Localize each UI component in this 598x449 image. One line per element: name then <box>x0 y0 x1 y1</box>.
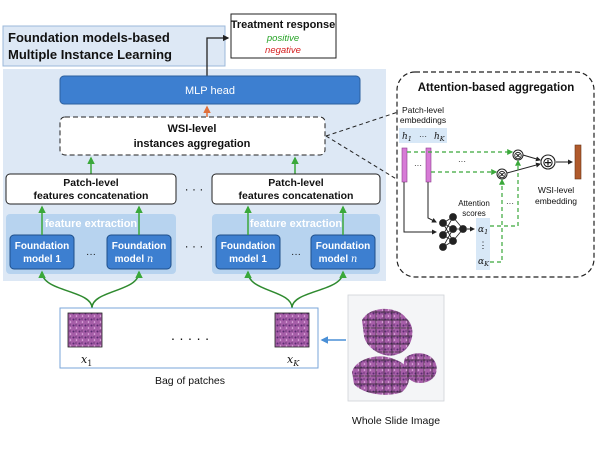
attention-line2: scores <box>462 209 486 218</box>
left-concat-line1: Patch-level <box>63 177 119 189</box>
svg-text:hK: hK <box>434 132 446 143</box>
right-fm-ellipsis: ··· <box>291 249 301 260</box>
zoom-connector-top <box>325 111 399 137</box>
left-feature-extraction-label: feature extraction <box>45 218 138 230</box>
oplus: ⊕ <box>542 154 554 170</box>
embedding-bar-1 <box>401 147 408 183</box>
right-concat-line1: Patch-level <box>268 177 324 189</box>
right-fm1-line1: Foundation <box>221 241 275 252</box>
h-dots: ··· <box>419 132 427 141</box>
svg-text:xK: xK <box>287 353 300 368</box>
fe-between-ellipsis: · · · <box>185 239 204 253</box>
aggregation-line1: WSI-level <box>168 123 217 135</box>
treatment-positive: positive <box>266 33 299 44</box>
embedding-dots: ··· <box>414 161 422 170</box>
otimes-1: ⊗ <box>513 150 522 162</box>
patch-to-model-arrows <box>38 270 347 309</box>
svg-text:model n: model n <box>115 254 154 265</box>
embeddings-line1: Patch-level <box>402 105 444 115</box>
attention-panel: Attention-based aggregation Patch-level … <box>396 71 595 278</box>
patch-xk <box>274 312 310 348</box>
wsi-embedding-bar <box>574 144 582 180</box>
left-fm1-line1: Foundation <box>15 241 69 252</box>
alpha-line-dots: ··· <box>506 199 514 208</box>
x1-sub: 1 <box>87 359 92 368</box>
right-concat-line2: features concatenation <box>239 190 354 202</box>
left-fmn-line2: model <box>115 254 147 265</box>
right-fmn-line2: model <box>319 254 351 265</box>
left-fmn-n: n <box>147 254 153 265</box>
left-fm-ellipsis: ··· <box>86 249 96 260</box>
aggregation-line2: instances aggregation <box>134 138 251 150</box>
otimes-k: ⊗ <box>497 169 506 181</box>
alphak-base: α <box>478 257 484 267</box>
alpha1-sub: 1 <box>484 228 488 236</box>
bag-of-patches-label: Bag of patches <box>155 375 225 387</box>
right-fm1-line2: model 1 <box>229 254 267 265</box>
treatment-negative: negative <box>265 45 301 56</box>
title-box: Foundation models-based Multiple Instanc… <box>2 25 226 67</box>
alpha-dots: ⋮ <box>479 240 488 250</box>
mid-dots: ··· <box>458 157 466 166</box>
right-fmn-line1: Foundation <box>316 241 370 252</box>
left-feature-extraction: feature extraction Foundation model 1 ··… <box>6 214 176 274</box>
hk-sub: K <box>439 135 446 143</box>
title-line1: Foundation models-based <box>8 30 170 45</box>
svg-text:α1: α1 <box>478 225 488 236</box>
right-concat-box: Patch-level features concatenation <box>211 173 381 205</box>
xk-base: x <box>287 353 294 366</box>
embeddings-line2: embeddings <box>400 115 446 125</box>
x1-base: x <box>81 353 88 366</box>
title-line2: Multiple Instance Learning <box>8 47 172 62</box>
xk-sub: K <box>292 359 300 368</box>
left-fmn-line1: Foundation <box>112 241 166 252</box>
treatment-response-box: Treatment response positive negative <box>230 13 337 59</box>
bag-of-patches: x1 xK · · · · · <box>59 307 319 369</box>
mlp-to-treatment-arrow <box>206 34 230 76</box>
alphak-sub: K <box>483 260 490 268</box>
hk-base: h <box>434 132 440 142</box>
left-concat-box: Patch-level features concatenation <box>5 173 177 205</box>
attention-network-icon <box>439 213 467 251</box>
wsi-label: Whole Slide Image <box>352 415 440 427</box>
left-fm1-line2: model 1 <box>23 254 61 265</box>
left-concat-line2: features concatenation <box>34 190 149 202</box>
h1-sub: 1 <box>408 135 412 143</box>
mlp-head-box: MLP head <box>59 75 361 105</box>
zoom-connector-bottom <box>325 135 399 181</box>
alpha1-base: α <box>478 225 484 235</box>
wsi-embedding-line2: embedding <box>535 196 577 206</box>
patch-x1 <box>67 312 103 348</box>
aggregation-box: WSI-level instances aggregation <box>59 116 326 156</box>
wsi-image <box>347 294 445 402</box>
attention-title: Attention-based aggregation <box>418 82 575 94</box>
attention-line1: Attention <box>458 199 490 208</box>
concat-between-ellipsis: · · · <box>185 182 204 196</box>
right-feature-extraction: feature extraction Foundation model 1 ··… <box>212 214 380 274</box>
svg-text:h1: h1 <box>402 132 412 143</box>
wsi-embedding-line1: WSI-level <box>538 185 574 195</box>
svg-text:αK: αK <box>478 257 490 268</box>
treatment-title: Treatment response <box>231 19 336 31</box>
svg-text:x1: x1 <box>81 353 92 368</box>
mlp-head-label: MLP head <box>185 85 235 97</box>
h1-base: h <box>402 132 408 142</box>
embedding-bar-k <box>425 147 432 183</box>
right-fmn-n: n <box>351 254 357 265</box>
right-feature-extraction-label: feature extraction <box>250 218 343 230</box>
patches-ellipsis: · · · · · <box>171 330 210 346</box>
svg-text:model n: model n <box>319 254 358 265</box>
